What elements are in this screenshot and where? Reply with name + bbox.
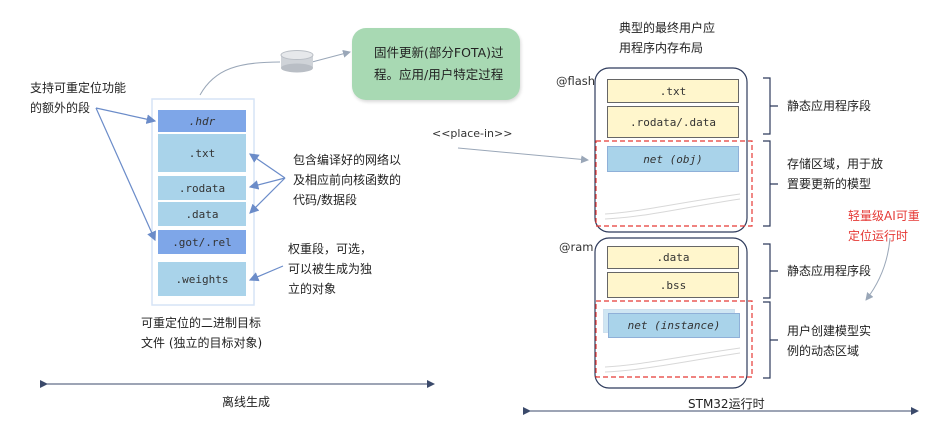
section-got-rel: .got/.rel <box>158 230 246 254</box>
flash-section-rodata-label: .rodata/.data <box>629 115 717 129</box>
layout-title: 典型的最终用户应 用程序内存布局 <box>619 18 715 58</box>
note-dynamic-line2: 例的动态区域 <box>787 344 860 358</box>
line-database-to-fota <box>311 49 351 63</box>
database-icon <box>280 50 314 73</box>
offline-label: 离线生成 <box>222 395 271 409</box>
note-ai-line2: 定位运行时 <box>848 229 909 243</box>
section-rodata: .rodata <box>158 176 246 200</box>
section-txt: .txt <box>158 134 246 172</box>
section-weights-label: .weights <box>175 272 229 286</box>
section-hdr-label: .hdr <box>188 114 216 128</box>
object-file-caption: 可重定位的二进制目标 文件 (独立的目标对象) <box>141 313 262 353</box>
ram-net-instance-label: net (instance) <box>627 319 721 332</box>
ram-section-bss: .bss <box>607 272 739 298</box>
caption-line2: 文件 (独立的目标对象) <box>141 336 263 350</box>
flash-net-obj: net (obj) <box>607 146 739 172</box>
note-code-data: 包含编译好的网络以 及相应前向核函数的 代码/数据段 <box>293 150 401 210</box>
note-code-line3: 代码/数据段 <box>293 193 358 207</box>
flash-net-obj-label: net (obj) <box>643 152 703 166</box>
flash-section-txt-label: .txt <box>659 84 687 98</box>
section-rodata-label: .rodata <box>178 181 226 195</box>
note-extra-sections: 支持可重定位功能 的额外的段 <box>30 78 126 118</box>
curve-to-database <box>199 61 281 96</box>
arrow-to-hdr <box>95 107 157 124</box>
brace-static-flash <box>763 77 778 135</box>
arrow-to-txt <box>249 153 286 179</box>
layout-title-line1: 典型的最终用户应 <box>619 21 716 35</box>
ram-dynamic-dashed <box>595 300 753 378</box>
brace-static-ram <box>763 243 778 299</box>
section-got-rel-label: .got/.rel <box>172 235 232 249</box>
note-extra-line2: 的额外的段 <box>30 101 91 115</box>
note-dynamic-line1: 用户创建模型实 <box>787 324 872 338</box>
flash-section-rodata-data: .rodata/.data <box>607 106 739 138</box>
fota-process-box: 固件更新(部分FOTA)过 程。应用/用户特定过程 <box>352 28 520 100</box>
fota-line1: 固件更新(部分FOTA)过 <box>374 45 504 60</box>
arrow-to-got <box>95 107 156 242</box>
flash-section-txt: .txt <box>607 79 739 103</box>
fota-line2: 程。应用/用户特定过程 <box>374 67 504 82</box>
ram-label: @ram <box>559 240 594 254</box>
ram-frame <box>594 237 748 389</box>
note-extra-line1: 支持可重定位功能 <box>30 81 127 95</box>
note-weights-line3: 立的对象 <box>288 282 337 296</box>
arrow-to-weights <box>248 265 284 282</box>
section-hdr: .hdr <box>158 110 246 132</box>
section-txt-label: .txt <box>188 146 216 160</box>
place-in-arrow <box>457 147 589 164</box>
section-data: .data <box>158 202 246 226</box>
note-weights-line2: 可以被生成为独 <box>288 262 373 276</box>
note-code-line2: 及相应前向核函数的 <box>293 173 402 187</box>
note-static-ram: 静态应用程序段 <box>787 264 872 278</box>
arrow-to-rodata <box>248 177 286 190</box>
flash-frame <box>594 67 748 233</box>
brace-dynamic <box>763 301 778 379</box>
note-weights-line1: 权重段，可选， <box>288 242 373 256</box>
note-code-line1: 包含编译好的网络以 <box>293 153 402 167</box>
flash-label: @flash <box>556 74 596 88</box>
ram-net-instance: net (instance) <box>608 313 740 338</box>
note-storage-line1: 存储区域，用于放 <box>787 157 884 171</box>
note-weights: 权重段，可选， 可以被生成为独 立的对象 <box>288 239 372 299</box>
ram-section-bss-label: .bss <box>659 278 687 292</box>
note-storage-line2: 置要更新的模型 <box>787 177 872 191</box>
section-data-label: .data <box>185 207 219 221</box>
note-dynamic: 用户创建模型实 例的动态区域 <box>787 321 871 361</box>
layout-title-line2: 用程序内存布局 <box>619 41 704 55</box>
note-ai-runtime: 轻量级AI可重 定位运行时 <box>848 206 920 246</box>
caption-line1: 可重定位的二进制目标 <box>141 316 262 330</box>
ai-runtime-arrow <box>865 237 891 301</box>
brace-storage <box>763 140 778 227</box>
ram-section-data: .data <box>607 246 739 269</box>
object-file-frame <box>151 98 255 306</box>
arrow-to-data <box>249 177 286 214</box>
ram-section-data-label: .data <box>656 251 690 264</box>
note-static-flash: 静态应用程序段 <box>787 99 872 113</box>
note-ai-line1: 轻量级AI可重 <box>848 209 920 223</box>
place-in-label: <<place-in>> <box>432 127 513 140</box>
note-storage: 存储区域，用于放 置要更新的模型 <box>787 154 883 194</box>
section-weights: .weights <box>158 262 246 296</box>
runtime-label: STM32运行时 <box>688 397 765 411</box>
